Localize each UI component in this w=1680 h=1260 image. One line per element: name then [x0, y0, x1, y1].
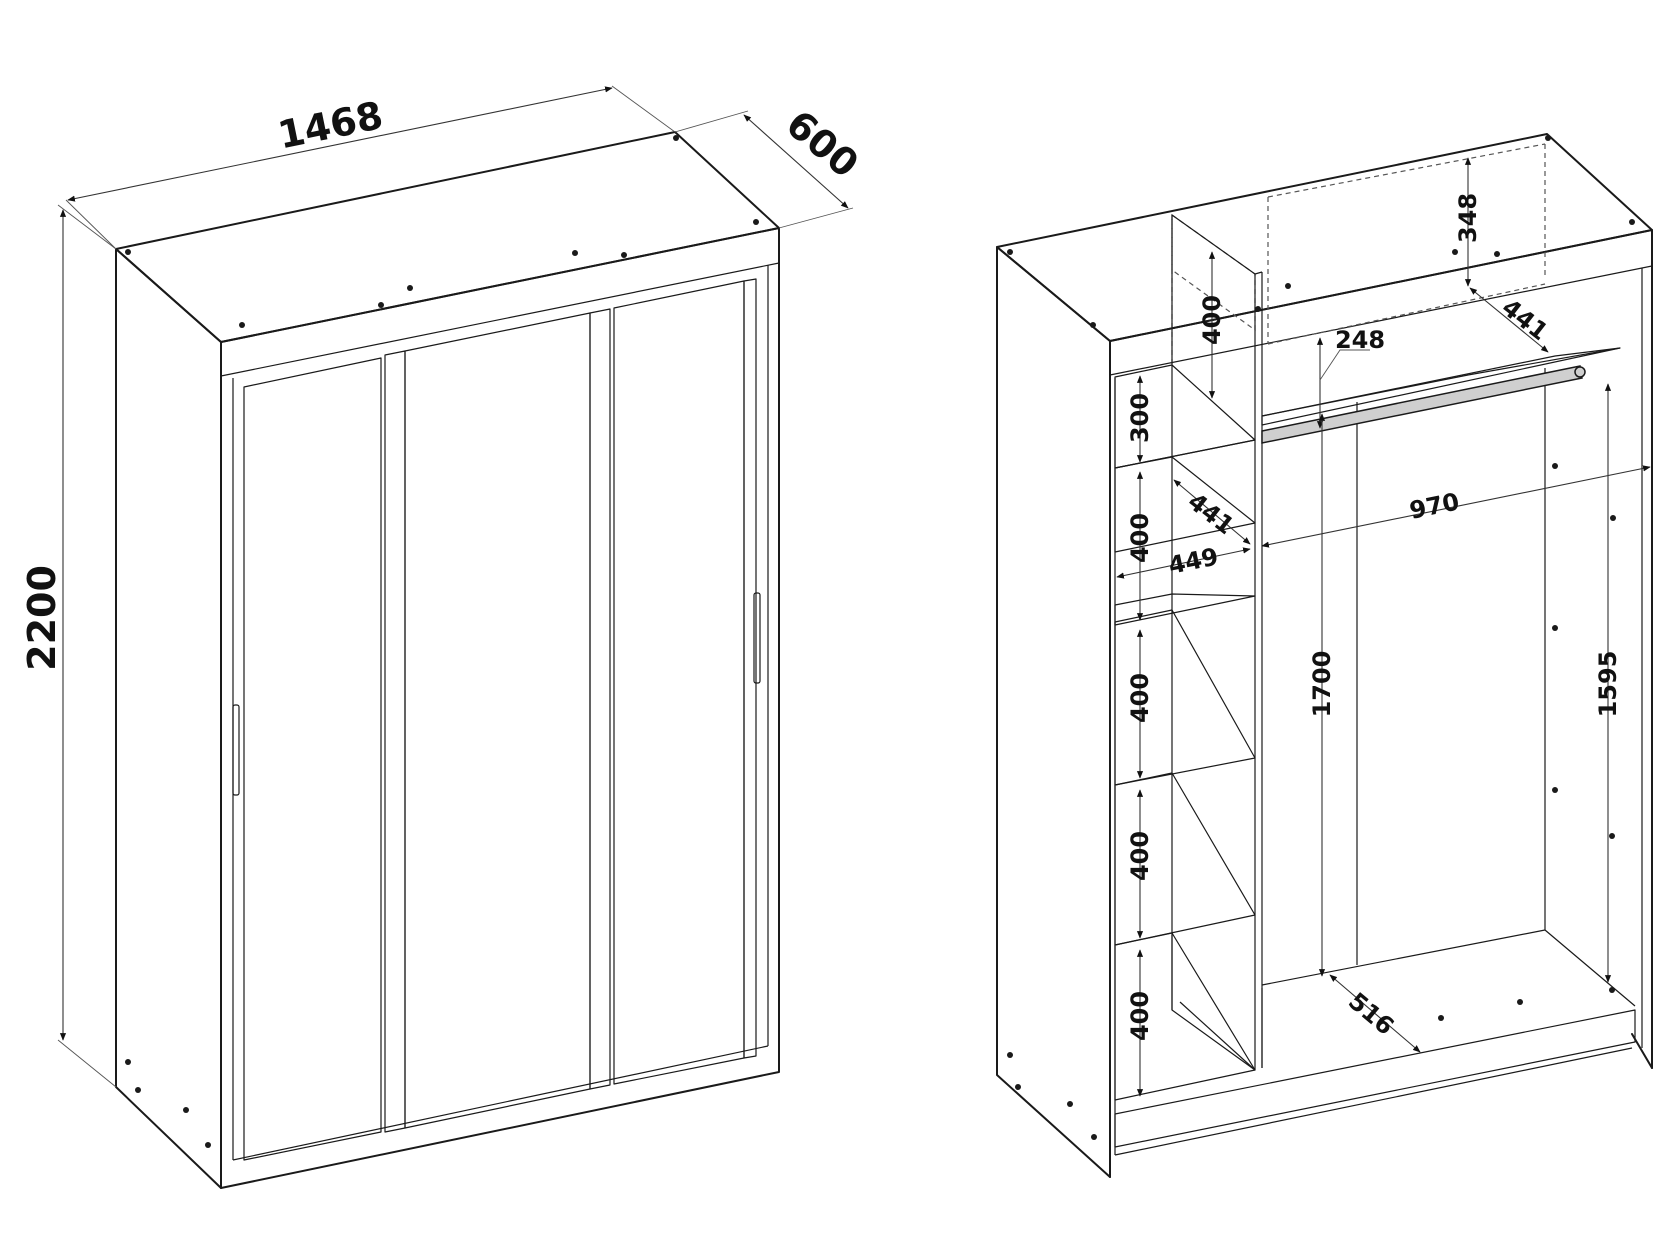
open-left-side: [996, 246, 1111, 1178]
dim-shelf-4: 400: [1126, 831, 1154, 881]
shelf-5: [1114, 772, 1256, 946]
top-shelf-right: [1261, 347, 1621, 426]
handle-left: [232, 704, 240, 796]
dim-shelf-5: 400: [1126, 991, 1154, 1041]
shelf-3: [1114, 593, 1256, 626]
dim-width-label: 1468: [274, 93, 386, 157]
closed-wardrobe: 1468 600 2200: [20, 85, 867, 1189]
door-right: [613, 280, 745, 1085]
dim-hanging-height: 1700: [1308, 651, 1336, 718]
dim-depth-label: 600: [778, 102, 867, 187]
closed-top-rail: [220, 262, 780, 377]
door-middle: [384, 350, 406, 1133]
dim-depth-line: [743, 114, 849, 209]
closed-left-side: [115, 248, 222, 1189]
dim-top-height: 348: [1454, 193, 1482, 243]
shelf-4: [1114, 609, 1256, 786]
dim-rail-to-floor: 1595: [1594, 651, 1622, 718]
closed-top-face: [115, 131, 780, 343]
dim-shelf-3: 400: [1126, 673, 1154, 723]
dim-shelf-width: 449: [1166, 542, 1221, 580]
dim-width-line: [67, 86, 613, 202]
shelf-2: [1114, 456, 1256, 553]
dim-shelf-1: 300: [1126, 393, 1154, 443]
closed-plinth: [232, 1045, 769, 1161]
dim-bottom-depth: 516: [1343, 987, 1399, 1041]
open-bottom: [1114, 1009, 1636, 1148]
dim-top-depth: 441: [1497, 293, 1554, 346]
closed-front-face: [220, 227, 780, 1189]
dim-hanging-width: 970: [1407, 487, 1462, 525]
hanging-rail: [1261, 365, 1583, 444]
dim-rail-height: 248: [1335, 326, 1385, 354]
door-left: [243, 357, 382, 1161]
handle-right: [753, 592, 761, 684]
dim-shelf-2: 400: [1126, 513, 1154, 563]
open-top-face: [996, 133, 1653, 342]
dim-upper-compartment: 400: [1198, 295, 1226, 345]
dim-height-label: 2200: [20, 565, 64, 671]
open-wardrobe: 348 441 400 248 300 441 449 400 400 400 …: [996, 133, 1653, 1178]
door-middle-panel: [404, 312, 591, 1129]
